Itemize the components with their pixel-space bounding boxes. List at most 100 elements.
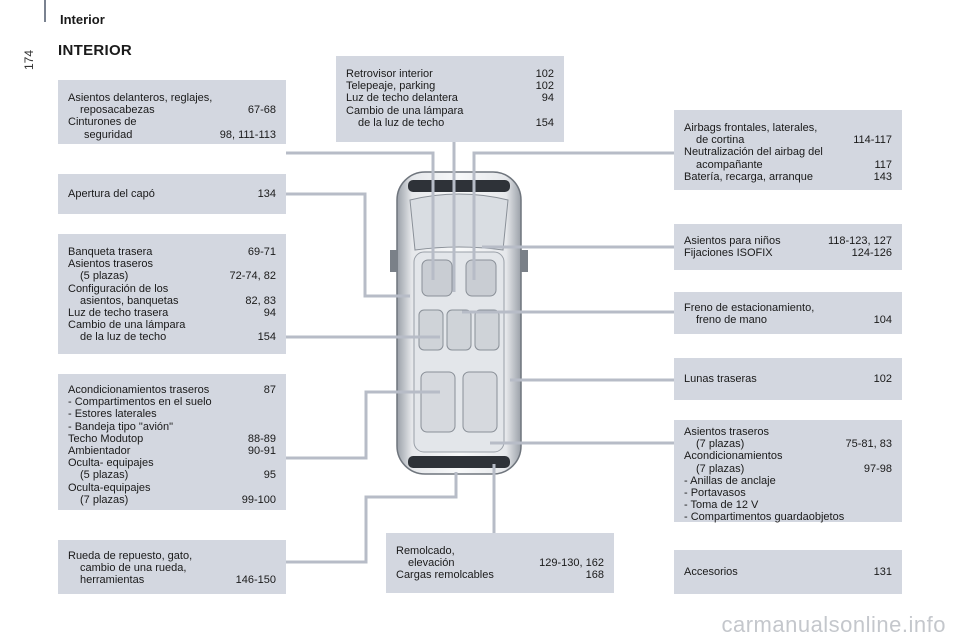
text: Banqueta trasera <box>68 246 153 258</box>
text: Remolcado, <box>396 545 455 557</box>
watermark: carmanualsonline.info <box>721 612 946 637</box>
text: - Compartimentos en el suelo <box>68 396 212 409</box>
box-airbags: Airbags frontales, laterales, de cortina… <box>674 110 902 190</box>
page-ref: 118-123, 127 <box>827 235 892 247</box>
page-ref: 154 <box>535 116 554 129</box>
text: Acondicionamientos traseros <box>68 384 210 396</box>
text: elevación <box>408 557 455 570</box>
text: Fijaciones ISOFIX <box>684 247 773 260</box>
text: - Compartimentos guardaobjetos <box>684 511 845 524</box>
box-parking-brake: Freno de estacionamiento, freno de mano 1… <box>674 292 902 334</box>
page-ref: 102 <box>535 68 554 80</box>
page-ref: 134 <box>257 188 276 200</box>
text: Neutralización del airbag del <box>684 146 823 159</box>
page-ref: 98, 111-113 <box>219 128 276 141</box>
text: (7 plazas) <box>696 462 745 475</box>
box-accessories: Accesorios 131 <box>674 550 902 594</box>
section-header: Interior <box>60 12 105 27</box>
page-title: INTERIOR <box>58 42 133 59</box>
box-seven-seats: Asientos traseros (7 plazas) 75-81, 83 Ac… <box>674 420 902 524</box>
leader-seats <box>286 151 435 280</box>
text: - Portavasos <box>684 487 746 500</box>
text: Lunas traseras <box>684 373 757 385</box>
page-ref: 104 <box>873 314 892 327</box>
page-ref: 95 <box>263 469 276 482</box>
text: Asientos traseros <box>68 258 153 271</box>
text: (7 plazas) <box>80 493 129 506</box>
text: Asientos delanteros, reglajes, <box>68 92 213 104</box>
page-ref: 75-81, 83 <box>845 438 892 451</box>
page-ref: 146-150 <box>235 574 276 587</box>
text: de la luz de techo <box>80 331 167 344</box>
leader-fittings <box>286 390 440 460</box>
text: - Anillas de anclaje <box>684 474 776 487</box>
page-ref: 131 <box>873 566 892 578</box>
page-ref: 117 <box>874 158 892 171</box>
text: de la luz de techo <box>358 116 445 129</box>
text: Configuración de los <box>68 282 169 295</box>
text: Oculta-equipajes <box>68 481 151 494</box>
page-ref: 99-100 <box>241 493 276 506</box>
text: - Estores laterales <box>68 408 157 421</box>
page-ref: 154 <box>257 331 276 344</box>
text: - Toma de 12 V <box>684 499 759 512</box>
text: de cortina <box>696 134 745 147</box>
text: freno de mano <box>696 314 767 327</box>
page-ref: 102 <box>535 80 554 93</box>
page-ref: 94 <box>541 92 554 105</box>
text: - Bandeja tipo "avión" <box>68 420 174 433</box>
text: Freno de estacionamiento, <box>684 302 815 314</box>
text: herramientas <box>80 574 145 587</box>
text: Batería, recarga, arranque <box>684 170 814 183</box>
text: Rueda de repuesto, gato, <box>68 550 193 562</box>
text: Retrovisor interior <box>346 68 433 80</box>
page-ref: 114-117 <box>853 134 892 147</box>
page-ref: 88-89 <box>247 432 276 445</box>
page-ref: 143 <box>873 170 892 183</box>
car-top-view <box>390 171 528 475</box>
page-ref: 69-71 <box>247 246 276 258</box>
box-towing: Remolcado, elevación 129-130, 162 Cargas … <box>386 533 614 593</box>
text: Accesorios <box>684 566 738 578</box>
page-ref: 82, 83 <box>245 294 276 307</box>
text: asientos, banquetas <box>80 294 179 307</box>
page-ref: 97-98 <box>863 462 892 475</box>
text: Oculta- equipajes <box>68 457 154 470</box>
leader-bonnet <box>286 192 410 298</box>
page-ref: 94 <box>263 307 276 320</box>
text: Luz de techo delantera <box>346 92 458 105</box>
leader-spare <box>286 472 458 564</box>
leader-lines <box>286 142 674 564</box>
text: Cargas remolcables <box>396 569 494 582</box>
box-mirror-roof: Retrovisor interior 102 Telepeaje, parkin… <box>336 56 564 142</box>
page-ref: 124-126 <box>851 247 892 260</box>
text: Apertura del capó <box>68 188 155 200</box>
page-ref: 129-130, 162 <box>539 557 604 570</box>
box-bonnet: Apertura del capó 134 <box>58 174 286 214</box>
text: Techo Modutop <box>68 432 144 445</box>
text: Cambio de una lámpara <box>68 319 186 332</box>
box-spare-wheel: Rueda de repuesto, gato, cambio de una r… <box>58 540 286 594</box>
text: Cinturones de <box>68 116 137 129</box>
page-ref: 168 <box>585 569 604 582</box>
text: Luz de techo trasera <box>68 307 169 320</box>
text: (5 plazas) <box>80 270 129 283</box>
box-front-seats: Asientos delanteros, reglajes, reposacab… <box>58 80 286 144</box>
text: cambio de una rueda, <box>80 562 187 575</box>
text: (5 plazas) <box>80 469 129 482</box>
text: Asientos traseros <box>684 426 769 438</box>
text: (7 plazas) <box>696 438 745 451</box>
text: acompañante <box>696 158 763 171</box>
text: Airbags frontales, laterales, <box>684 122 818 134</box>
leader-airbags <box>472 151 674 280</box>
text: seguridad <box>84 128 133 141</box>
text: Ambientador <box>68 445 131 458</box>
text: Telepeaje, parking <box>346 80 436 93</box>
side-accent-bar <box>44 0 46 22</box>
text: Acondicionamientos <box>684 450 783 463</box>
text: Cambio de una lámpara <box>346 104 464 117</box>
